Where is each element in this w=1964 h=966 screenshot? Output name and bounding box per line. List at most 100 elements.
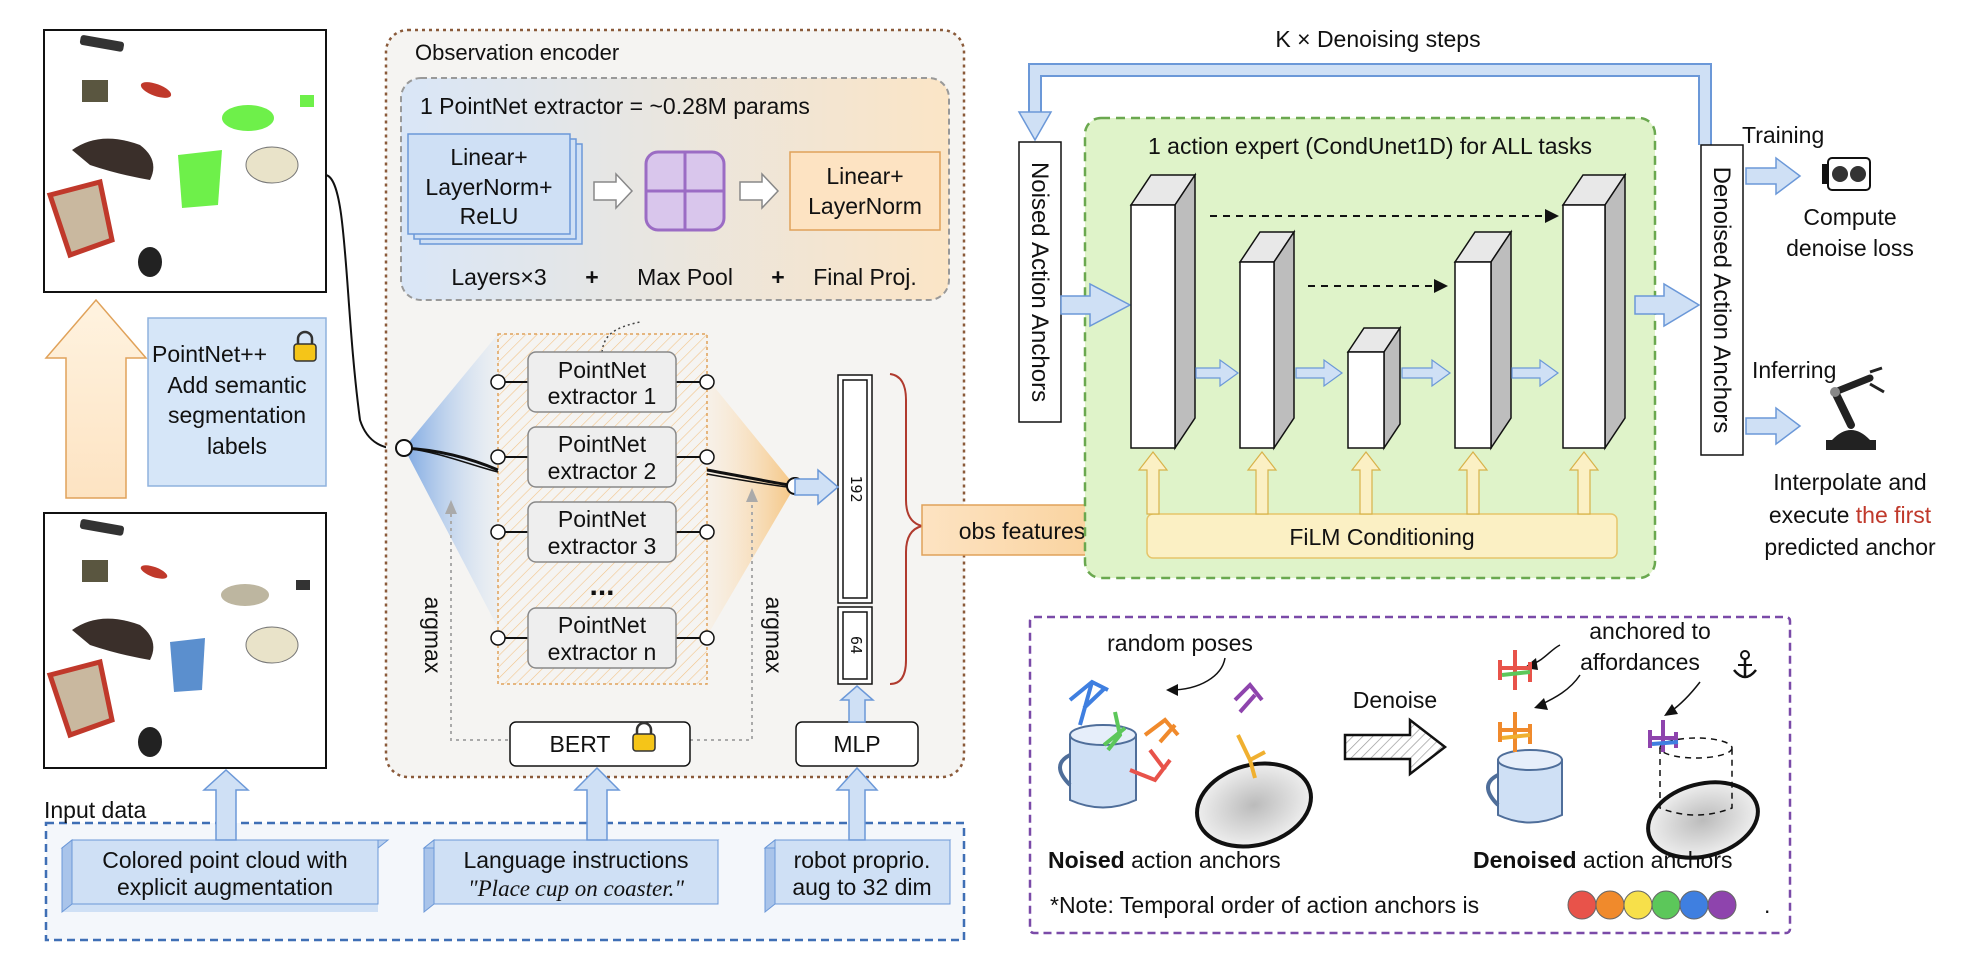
skip-connections	[1210, 209, 1559, 293]
argmax-label-left: argmax	[420, 597, 446, 674]
svg-text:segmentation: segmentation	[168, 402, 306, 428]
argmax-label-right: argmax	[761, 597, 787, 674]
extractor-row-3[interactable]: PointNet extractor 3	[490, 501, 715, 563]
unet-block-1	[1129, 172, 1197, 451]
feature-bar-192: 192	[837, 374, 873, 604]
unet-block-3	[1346, 325, 1402, 451]
svg-text:robot proprio.: robot proprio.	[794, 847, 931, 873]
layers-label: Layers×3	[451, 264, 546, 290]
svg-text:Add semantic: Add semantic	[167, 372, 306, 398]
compute-loss-line2: denoise loss	[1786, 235, 1914, 261]
input-data-title: Input data	[44, 797, 147, 823]
svg-text:PointNet++: PointNet++	[152, 341, 267, 367]
lock-icon	[632, 721, 656, 752]
arrow-to-maxpool	[593, 172, 634, 210]
svg-text:LayerNorm+: LayerNorm+	[425, 174, 552, 200]
unet-flow-arrows	[1195, 358, 1560, 388]
svg-text:192: 192	[847, 475, 865, 502]
mlp-box: MLP	[795, 721, 919, 767]
svg-text:"Place cup on coaster.": "Place cup on coaster."	[468, 876, 684, 901]
temporal-order-note: *Note: Temporal order of action anchors …	[1050, 892, 1479, 918]
order-dot-5	[1679, 890, 1709, 920]
extractor-row-n[interactable]: PointNet extractor n	[490, 607, 715, 669]
svg-text:PointNet: PointNet	[558, 431, 647, 457]
bert-box: BERT	[509, 721, 691, 767]
svg-text:MLP: MLP	[833, 731, 880, 757]
arrow-noised-to-unet	[1060, 282, 1132, 328]
argmax-path-left	[450, 510, 508, 741]
final-proj-label: Final Proj.	[813, 264, 917, 290]
svg-text:BERT: BERT	[550, 731, 611, 757]
order-dot-4	[1651, 890, 1681, 920]
svg-text:LayerNorm: LayerNorm	[808, 193, 922, 219]
extractor-detail-title: 1 PointNet extractor = ~0.28M params	[420, 93, 810, 119]
arrow-unet-to-denoised	[1634, 282, 1701, 328]
lock-icon	[293, 330, 317, 362]
denoise-label: Denoise	[1353, 687, 1437, 713]
denoise-arrow	[1343, 717, 1448, 777]
svg-text:obs features: obs features	[959, 518, 1086, 544]
svg-text:PointNet: PointNet	[558, 506, 647, 532]
arrow-mlp-to-64	[839, 685, 875, 723]
extractor-row-2[interactable]: PointNet extractor 2	[490, 426, 715, 488]
svg-text:Noised Action Anchors: Noised Action Anchors	[1026, 162, 1053, 402]
selection-curve-in-2	[403, 447, 499, 473]
unet-block-2	[1238, 229, 1296, 451]
svg-text:Denoised Action Anchors: Denoised Action Anchors	[1708, 167, 1735, 434]
point-cloud-image-top	[43, 29, 327, 293]
encoder-title: Observation encoder	[415, 40, 619, 65]
svg-text:extractor 2: extractor 2	[548, 458, 657, 484]
svg-text:Language instructions: Language instructions	[463, 847, 688, 873]
svg-text:Linear+: Linear+	[826, 163, 903, 189]
detail-hint-line	[601, 321, 641, 353]
order-dot-1	[1567, 890, 1597, 920]
arrow-lang-up	[573, 766, 621, 841]
extractor-row-1[interactable]: PointNet extractor 1	[490, 351, 715, 413]
denoise-loop-title: K × Denoising steps	[1275, 26, 1480, 52]
maxpool-label: Max Pool	[637, 264, 733, 290]
robot-arm-icon	[1826, 366, 1885, 450]
note-end: .	[1764, 892, 1770, 918]
noised-anchors-bar: Noised Action Anchors	[1018, 141, 1062, 423]
svg-text:FiLM Conditioning: FiLM Conditioning	[1289, 524, 1474, 550]
interp-line3: predicted anchor	[1764, 534, 1936, 560]
feature-bar-64: 64	[837, 606, 873, 685]
order-dot-2	[1595, 890, 1625, 920]
denoised-anchors-bar: Denoised Action Anchors	[1700, 144, 1744, 456]
arrow-pc-up	[202, 768, 250, 841]
anchored-label-line1: anchored to	[1589, 618, 1710, 644]
connector-curve	[325, 174, 401, 451]
svg-text:Colored point cloud with: Colored point cloud with	[102, 847, 347, 873]
arrow-inferring	[1745, 406, 1802, 446]
denoised-legend-label: Denoised action anchors	[1473, 847, 1733, 873]
noised-legend-label: Noised action anchors	[1048, 847, 1281, 873]
order-dot-3	[1623, 890, 1653, 920]
action-expert-title: 1 action expert (CondUnet1D) for ALL tas…	[1148, 133, 1592, 159]
svg-text:explicit augmentation: explicit augmentation	[117, 874, 333, 900]
unet-block-4	[1453, 229, 1513, 451]
arrow-to-final	[739, 172, 780, 210]
gpu-icon	[1822, 157, 1871, 191]
plus-label-1: +	[585, 264, 598, 290]
up-arrow	[44, 298, 148, 499]
input-language: Language instructions "Place cup on coas…	[422, 838, 720, 914]
input-point-cloud: Colored point cloud with explicit augmen…	[60, 838, 390, 914]
denoised-scene	[1486, 650, 1760, 860]
noised-scene	[1058, 679, 1313, 849]
input-fan-left	[404, 334, 498, 628]
order-dot-6	[1707, 890, 1737, 920]
svg-text:ReLU: ReLU	[460, 203, 519, 229]
training-label: Training	[1742, 122, 1824, 148]
anchor-icon	[1733, 650, 1757, 679]
film-conditioning: FiLM Conditioning	[1146, 513, 1618, 559]
layer-block: Linear+ LayerNorm+ ReLU	[407, 133, 583, 245]
arrow-to-feature	[794, 468, 840, 506]
svg-text:extractor 1: extractor 1	[548, 383, 657, 409]
random-poses-label: random poses	[1107, 630, 1253, 656]
arrow-proprio-up	[835, 766, 879, 841]
film-arrows	[1137, 451, 1600, 515]
svg-text:PointNet: PointNet	[558, 357, 647, 383]
svg-text:extractor n: extractor n	[548, 639, 657, 665]
input-proprio: robot proprio. aug to 32 dim	[763, 838, 952, 914]
